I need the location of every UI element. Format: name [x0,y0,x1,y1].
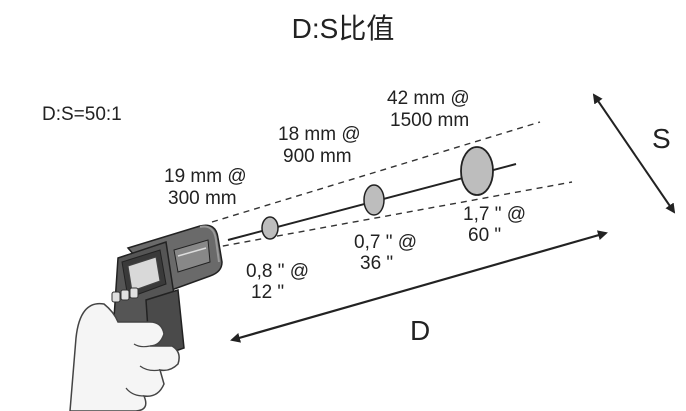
diagram-title: D:S比值 [292,13,395,44]
spot-mid-imperial-line1: 0,7 " @ [354,232,417,253]
spot-size-label: S [652,123,671,154]
spot-near-imperial-line1: 0,8 " @ [246,261,309,282]
ratio-label: D:S=50:1 [42,104,122,125]
spot-far-metric-line1: 42 mm @ [387,88,470,109]
beam-upper-edge [211,121,541,223]
hand-icon [69,302,180,411]
spot-near-imperial-line2: 12 " [251,282,284,303]
spot-mid-metric-line1: 18 mm @ [278,124,361,145]
spot-far-metric-line2: 1500 mm [390,110,469,131]
spot-mid-metric-line2: 900 mm [283,146,352,167]
spot-far-imperial-line2: 60 " [468,225,501,246]
distance-label: D [410,315,430,346]
spot-near-metric-line1: 19 mm @ [164,166,247,187]
spot-near-metric-line2: 300 mm [168,188,237,209]
spot-far-imperial-line1: 1,7 " @ [463,204,526,225]
distance-arrow [230,230,608,343]
spot-ellipse-near [261,216,279,240]
spot-ellipse-far [460,146,494,196]
spot-mid-imperial-line2: 36 " [360,253,393,274]
spot-size-arrow [592,93,676,214]
spot-ellipse-mid [363,184,385,216]
